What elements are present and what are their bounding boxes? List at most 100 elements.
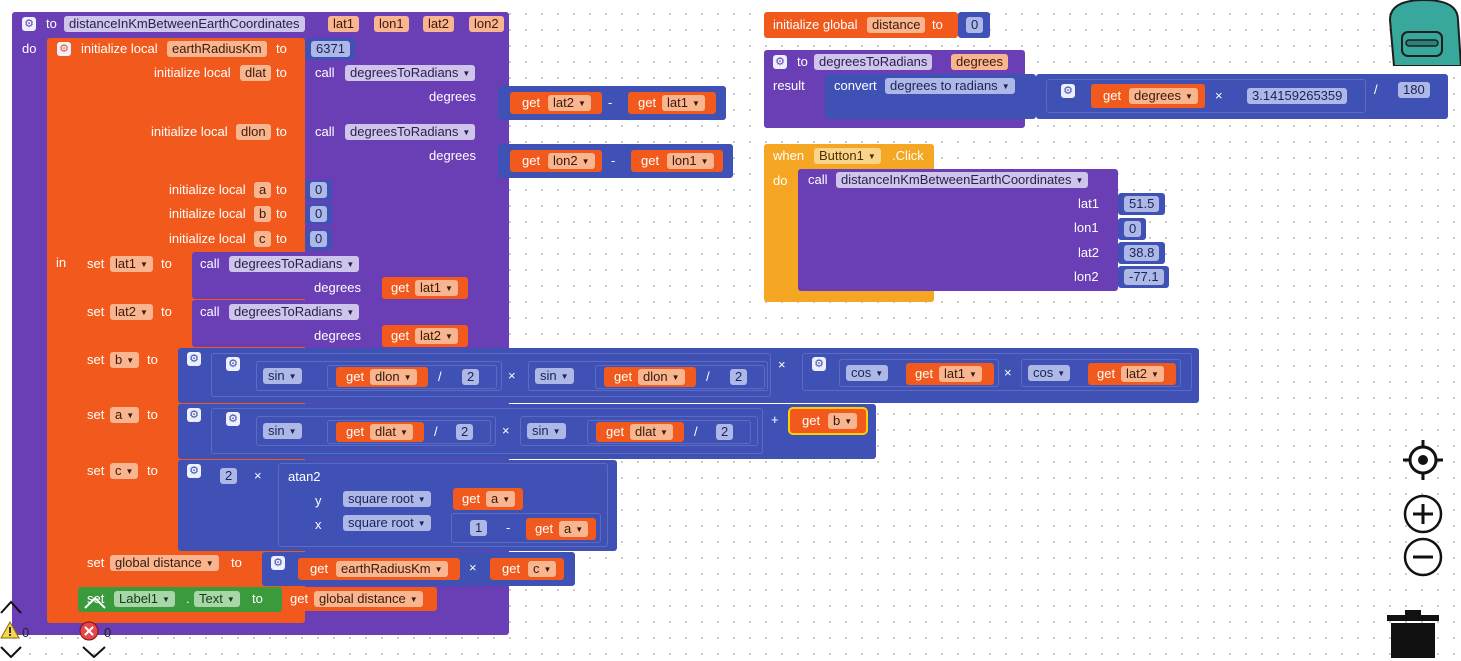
mutator-gear-icon[interactable]: ⚙ xyxy=(187,464,201,478)
var-dropdown[interactable]: lat1▼ xyxy=(415,280,458,296)
scroll-down-arrow-icon[interactable] xyxy=(0,646,22,659)
var-dropdown[interactable]: dlat▼ xyxy=(630,424,673,440)
var-a[interactable]: a xyxy=(254,182,272,198)
b-init-value[interactable]: 0 xyxy=(310,206,328,222)
var-dropdown[interactable]: dlon▼ xyxy=(370,369,417,385)
var-earth-radius[interactable]: earthRadiusKm xyxy=(167,41,267,57)
set-a-block[interactable]: set a▼ to xyxy=(78,404,178,459)
sin-dropdown[interactable]: sin▼ xyxy=(535,368,574,384)
get-a-block[interactable]: get a▼ xyxy=(526,518,596,540)
var-dropdown[interactable]: global distance▼ xyxy=(314,591,423,607)
get-dlon-block[interactable]: get dlon▼ xyxy=(604,367,696,387)
set-global-distance-block[interactable]: set global distance▼ to xyxy=(78,552,262,586)
get-degrees-block[interactable]: get degrees▼ xyxy=(1091,84,1205,108)
get-lon1-block[interactable]: get lon1▼ xyxy=(631,150,723,172)
convert-dropdown[interactable]: degrees to radians▼ xyxy=(885,78,1015,94)
number-block[interactable]: 0 xyxy=(1118,218,1146,240)
get-c-block[interactable]: get c▼ xyxy=(490,558,564,580)
procedure-name-field[interactable]: degreesToRadians xyxy=(814,54,933,70)
cos-block[interactable]: cos▼ get lat2▼ xyxy=(1021,359,1181,387)
mutator-gear-icon[interactable]: ⚙ xyxy=(187,408,201,422)
get-global-distance-block[interactable]: get global distance▼ xyxy=(282,587,437,611)
sin-block[interactable]: sin▼ get dlat▼ / 2 xyxy=(520,416,758,446)
sin-dropdown[interactable]: sin▼ xyxy=(263,423,302,439)
call-degrees-to-radians-block[interactable]: call degreesToRadians▼ degrees xyxy=(305,62,498,120)
number-block[interactable]: 0 xyxy=(305,180,332,201)
multiply-block[interactable]: ⚙ get earthRadiusKm▼ × get c▼ xyxy=(262,552,575,586)
get-lat1-block[interactable]: get lat1▼ xyxy=(382,277,468,299)
param-lon2[interactable]: lon2 xyxy=(469,16,504,32)
get-lon2-block[interactable]: get lon2▼ xyxy=(510,150,602,172)
param-lat1[interactable]: lat1 xyxy=(328,16,359,32)
scroll-up-arrow-icon[interactable] xyxy=(84,596,106,609)
multiply-block[interactable]: ⚙ get degrees▼ × 3.14159265359 xyxy=(1046,79,1366,113)
procedure-name-field[interactable]: distanceInKmBetweenEarthCoordinates xyxy=(64,16,305,32)
property-dropdown[interactable]: Text▼ xyxy=(194,591,240,607)
procedure-dropdown[interactable]: degreesToRadians▼ xyxy=(345,124,476,140)
var-b[interactable]: b xyxy=(254,206,272,222)
two-value[interactable]: 2 xyxy=(456,424,474,440)
number-block[interactable]: 0 xyxy=(958,12,990,38)
addition-block[interactable]: ⚙ ⚙ sin▼ get dlat▼ / 2 × sin▼ get dlat▼ … xyxy=(178,404,876,459)
two-value[interactable]: 2 xyxy=(730,369,748,385)
param-lat2[interactable]: lat2 xyxy=(423,16,454,32)
lon2-value[interactable]: -77.1 xyxy=(1124,269,1164,285)
trash-icon[interactable] xyxy=(1387,610,1439,658)
var-dropdown[interactable]: lon2▼ xyxy=(548,153,595,169)
call-degrees-to-radians-block[interactable]: call degreesToRadians▼ degrees xyxy=(305,121,498,179)
procedure-dropdown[interactable]: degreesToRadians▼ xyxy=(345,65,476,81)
call-distance-block[interactable]: call distanceInKmBetweenEarthCoordinates… xyxy=(798,169,1118,291)
cos-dropdown[interactable]: cos▼ xyxy=(846,365,889,381)
recenter-icon[interactable] xyxy=(1403,440,1443,480)
mutator-gear-icon[interactable]: ⚙ xyxy=(226,357,240,371)
sin-dropdown[interactable]: sin▼ xyxy=(263,368,302,384)
number-block[interactable]: 38.8 xyxy=(1118,242,1165,264)
divisor-value[interactable]: 180 xyxy=(1398,82,1430,98)
subtraction-block[interactable]: get lon2▼ - get lon1▼ xyxy=(498,144,733,178)
collapse-arrow-icon[interactable] xyxy=(0,600,22,614)
cos-block[interactable]: cos▼ get lat1▼ xyxy=(839,359,999,387)
scroll-down-arrow-icon[interactable] xyxy=(82,646,106,659)
divide-block[interactable]: get dlat▼ / 2 xyxy=(587,420,751,444)
lat1-value[interactable]: 51.5 xyxy=(1124,196,1160,212)
zoom-in-icon[interactable] xyxy=(1403,494,1443,534)
var-c[interactable]: c xyxy=(254,231,271,247)
mutator-gear-icon[interactable]: ⚙ xyxy=(812,357,826,371)
get-a-block[interactable]: get a▼ xyxy=(453,488,523,510)
var-dropdown[interactable]: a▼ xyxy=(559,521,589,537)
a-init-value[interactable]: 0 xyxy=(310,182,328,198)
set-label-text-block[interactable]: set Label1▼ . Text▼ to xyxy=(78,587,282,612)
procedure-dropdown[interactable]: degreesToRadians▼ xyxy=(229,304,360,320)
var-dropdown[interactable]: lat2▼ xyxy=(548,95,591,111)
set-lat2-block[interactable]: set lat2▼ to xyxy=(78,300,192,347)
multiply-block[interactable]: ⚙ sin▼ get dlon▼ / 2 × sin▼ get dlon▼ / xyxy=(211,353,771,397)
get-lat2-block[interactable]: get lat2▼ xyxy=(1088,363,1176,385)
mutator-gear-icon[interactable]: ⚙ xyxy=(271,556,285,570)
convert-block[interactable]: convert degrees to radians▼ xyxy=(825,74,1036,119)
atan2-block[interactable]: atan2 y x square root▼ get a▼ square roo… xyxy=(278,463,608,547)
divide-block[interactable]: get dlat▼ / 2 xyxy=(327,420,491,444)
number-block[interactable]: 51.5 xyxy=(1118,193,1165,215)
var-dropdown[interactable]: lon1▼ xyxy=(667,153,714,169)
component-dropdown[interactable]: Label1▼ xyxy=(114,591,175,607)
get-earth-radius-block[interactable]: get earthRadiusKm▼ xyxy=(298,558,460,580)
global-init-block[interactable]: initialize global distance to xyxy=(764,12,958,38)
get-lat2-block[interactable]: get lat2▼ xyxy=(510,92,602,114)
pi-value[interactable]: 3.14159265359 xyxy=(1247,88,1348,104)
var-dropdown[interactable]: earthRadiusKm▼ xyxy=(336,561,448,577)
var-dropdown[interactable]: c▼ xyxy=(110,463,139,479)
var-dropdown[interactable]: c▼ xyxy=(528,561,557,577)
multiply-block[interactable]: ⚙ cos▼ get lat1▼ × cos▼ get lat2▼ xyxy=(802,353,1192,391)
var-dropdown[interactable]: b▼ xyxy=(110,352,140,368)
var-dropdown[interactable]: a▼ xyxy=(110,407,140,423)
zoom-out-icon[interactable] xyxy=(1403,537,1443,577)
subtraction-block[interactable]: get lat2▼ - get lat1▼ xyxy=(498,86,726,120)
number-block[interactable]: 6371 xyxy=(305,38,355,60)
var-dropdown[interactable]: lat1▼ xyxy=(662,95,705,111)
number-block[interactable]: 0 xyxy=(305,229,332,250)
var-distance[interactable]: distance xyxy=(867,17,926,33)
get-dlon-block[interactable]: get dlon▼ xyxy=(336,367,428,387)
var-dropdown[interactable]: degrees▼ xyxy=(1129,88,1198,104)
var-dropdown[interactable]: a▼ xyxy=(486,491,516,507)
two-value[interactable]: 2 xyxy=(716,424,734,440)
